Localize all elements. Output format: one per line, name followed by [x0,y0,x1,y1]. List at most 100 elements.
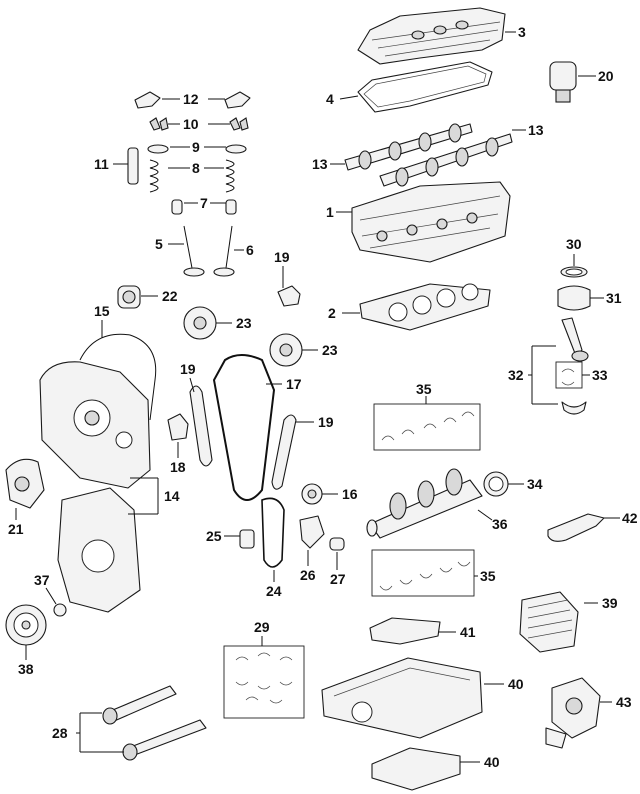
callout-21: 21 [8,521,24,537]
sprocket-bolt-part[interactable] [329,537,345,551]
balance-shaft-chain-part[interactable] [261,497,285,568]
callout-41: 41 [460,624,476,640]
callout-22: 22 [162,288,178,304]
valve-keeper-part[interactable] [149,117,249,131]
callout-26: 26 [300,567,316,583]
callout-5: 5 [155,236,163,252]
callout-38: 38 [18,661,34,677]
callout-19-left: 19 [180,361,196,377]
front-crank-seal-part[interactable] [53,603,67,617]
balance-shaft-bearing-set-part[interactable] [223,645,305,719]
piston-ring-set-part[interactable] [560,266,588,278]
callout-27: 27 [330,571,346,587]
callout-4: 4 [326,91,334,107]
callout-20: 20 [598,68,614,84]
callout-13-lower: 13 [312,156,328,172]
camshaft-actuator-exhaust-part[interactable] [269,333,303,367]
exhaust-valve-part[interactable] [213,225,235,277]
callout-2: 2 [328,305,336,321]
connecting-rod-part[interactable] [561,317,589,362]
callout-19-upper: 19 [274,249,290,265]
valve-cover-gasket-part[interactable] [357,61,493,113]
head-gasket-part[interactable] [359,283,491,331]
balance-shaft-chain-guide-part[interactable] [239,529,255,549]
oil-pickup-tube-part[interactable] [547,513,605,542]
timing-chain-tensioner-part[interactable] [117,285,141,309]
main-bearing-upper-set-part[interactable] [373,403,481,451]
oil-pan-baffle-part[interactable] [369,617,441,645]
callout-40-upper: 40 [508,676,524,692]
callout-29: 29 [254,619,270,635]
timing-chain-guide-left-part[interactable] [189,385,213,467]
callout-14: 14 [164,488,180,504]
timing-chain-part[interactable] [212,354,276,501]
camshaft-actuator-intake-part[interactable] [183,306,217,340]
callout-17: 17 [286,376,302,392]
callout-15: 15 [94,303,110,319]
crankshaft-sprocket-part[interactable] [301,483,323,505]
rear-main-seal-part[interactable] [483,471,509,497]
rocker-arm-part[interactable] [134,91,251,109]
callout-16: 16 [342,486,358,502]
callout-3: 3 [518,24,526,40]
callout-37: 37 [34,572,50,588]
timing-cover-lower-part[interactable] [57,487,141,613]
callout-18: 18 [170,459,186,475]
connecting-rod-bearing-box-part[interactable] [555,361,583,389]
callout-35-lower: 35 [480,568,496,584]
callout-36: 36 [492,516,508,532]
lash-adjuster-part[interactable] [127,147,139,185]
callout-32: 32 [508,367,524,383]
callout-35-upper: 35 [416,381,432,397]
lower-oil-pan-part[interactable] [371,747,461,791]
balance-shaft-part[interactable] [102,685,207,761]
valve-spring-part[interactable] [149,159,235,193]
callout-6: 6 [246,242,254,258]
water-pump-part[interactable] [5,458,45,509]
front-cover-gasket-part[interactable] [79,333,157,421]
balance-shaft-chain-tensioner-part[interactable] [299,515,325,549]
piston-part[interactable] [557,285,591,311]
callout-43: 43 [616,694,632,710]
callout-7: 7 [200,195,208,211]
callout-28: 28 [52,725,68,741]
callout-34: 34 [527,476,543,492]
engine-front-cover-part[interactable] [39,361,151,489]
connecting-rod-cap-part[interactable] [561,401,587,415]
callout-39: 39 [602,595,618,611]
callout-40-lower: 40 [484,754,500,770]
callout-23-upper: 23 [236,315,252,331]
oil-cooler-part[interactable] [519,591,579,653]
callout-11: 11 [94,156,109,172]
timing-chain-guide-bracket-part[interactable] [277,285,301,307]
callout-19-right: 19 [318,414,334,430]
callout-31: 31 [606,290,622,306]
crankshaft-part[interactable] [366,468,483,539]
cylinder-head-part[interactable] [351,181,511,263]
callout-42: 42 [622,510,638,526]
callout-33: 33 [592,367,608,383]
main-bearing-lower-set-part[interactable] [371,549,475,597]
callout-25: 25 [206,528,222,544]
exhaust-camshaft-part[interactable] [379,133,513,187]
callout-23-lower: 23 [322,342,338,358]
callout-24: 24 [266,583,282,599]
callout-1: 1 [326,204,334,220]
callout-12: 12 [183,91,199,107]
valve-cover-part[interactable] [357,7,506,65]
valve-spring-retainer-part[interactable] [147,144,247,154]
callout-13-upper: 13 [528,122,544,138]
callout-30: 30 [566,236,582,252]
upper-oil-pan-part[interactable] [321,657,483,739]
oil-pump-part[interactable] [545,677,601,749]
intake-valve-part[interactable] [183,225,205,277]
intake-camshaft-part[interactable] [344,123,473,171]
ignition-coil-part[interactable] [549,61,577,103]
chain-tensioner-part[interactable] [167,413,189,441]
timing-chain-guide-right-part[interactable] [271,414,297,490]
harmonic-balancer-part[interactable] [5,604,47,646]
callout-8: 8 [192,160,200,176]
valve-seal-part[interactable] [171,199,237,215]
